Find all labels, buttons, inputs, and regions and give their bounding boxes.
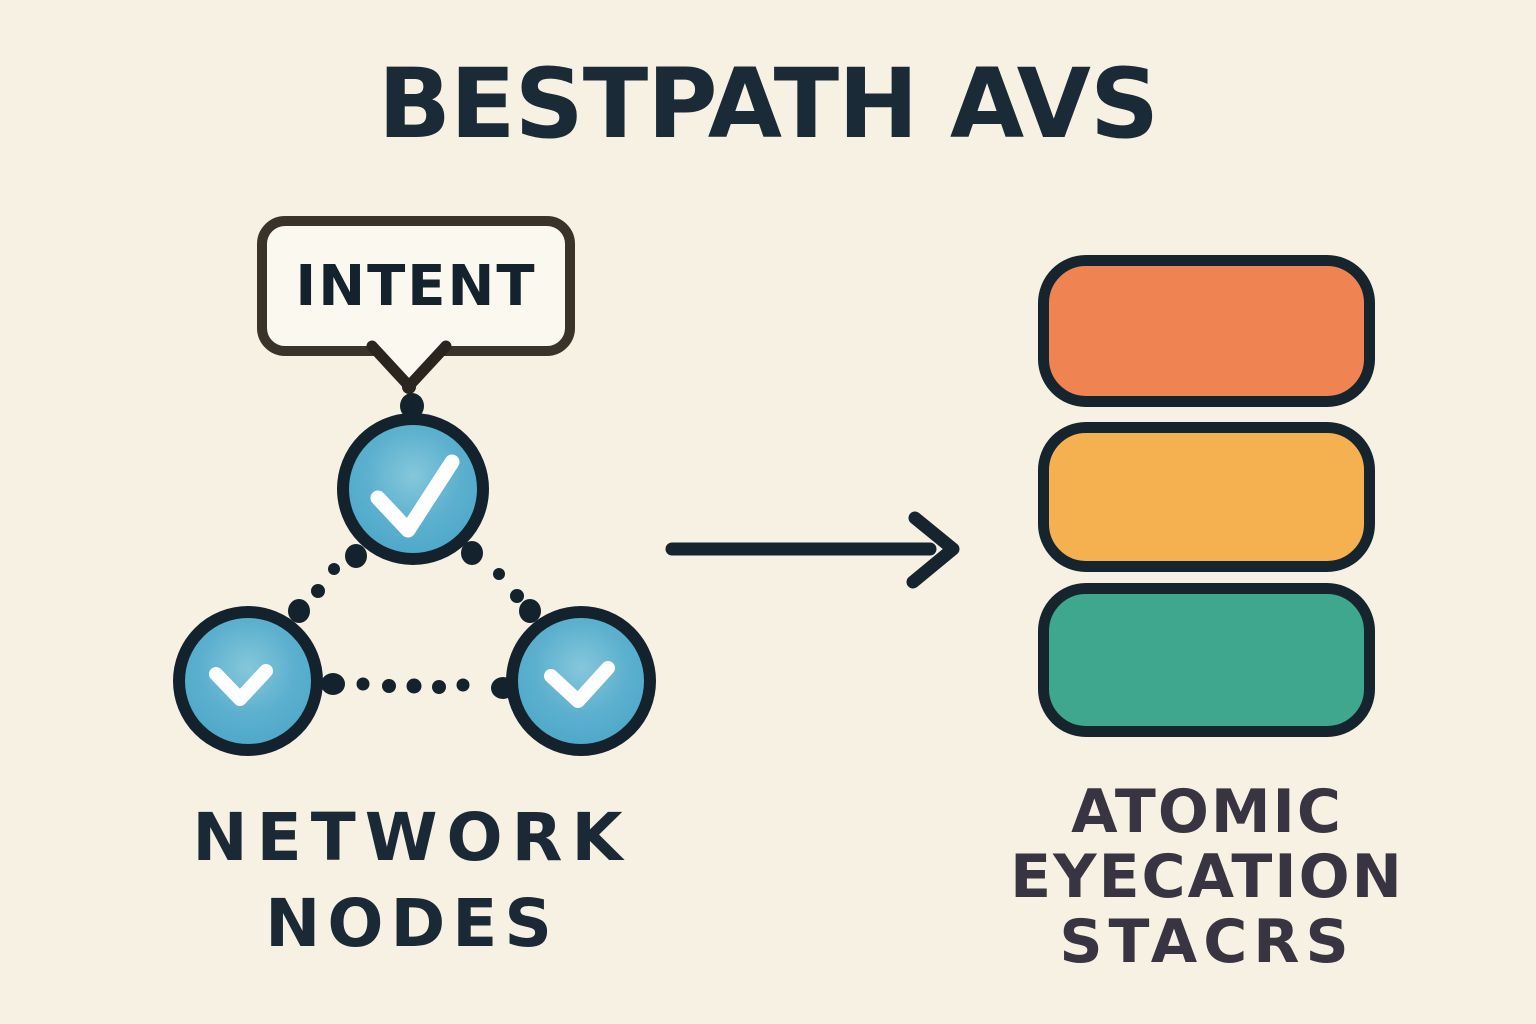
network-node-top <box>337 413 489 565</box>
network-node-left <box>173 606 323 756</box>
stack-block-amber <box>1038 422 1375 572</box>
dotted-connector-left <box>311 563 340 598</box>
network-nodes-caption: NETWORK NODES <box>162 795 662 967</box>
caption-line: NODES <box>265 885 559 962</box>
dotted-connector-bottom <box>356 677 470 694</box>
intent-speech-bubble: INTENT <box>257 216 575 356</box>
diagram-title: BESTPATH AVS <box>377 48 1159 160</box>
dotted-connector-right <box>493 568 524 603</box>
stack-block-orange <box>1038 255 1375 407</box>
caption-line: ATOMIC <box>1071 777 1343 847</box>
arrow-icon <box>665 511 960 589</box>
network-node-right <box>506 606 656 756</box>
caption-line: NETWORK <box>192 799 632 876</box>
stacks-caption: ATOMIC EYECATION STACRS <box>957 780 1457 975</box>
stack-block-teal <box>1038 583 1375 737</box>
intent-label: INTENT <box>295 253 537 319</box>
caption-line: EYECATION <box>1010 842 1404 912</box>
caption-line: STACRS <box>1059 907 1355 977</box>
